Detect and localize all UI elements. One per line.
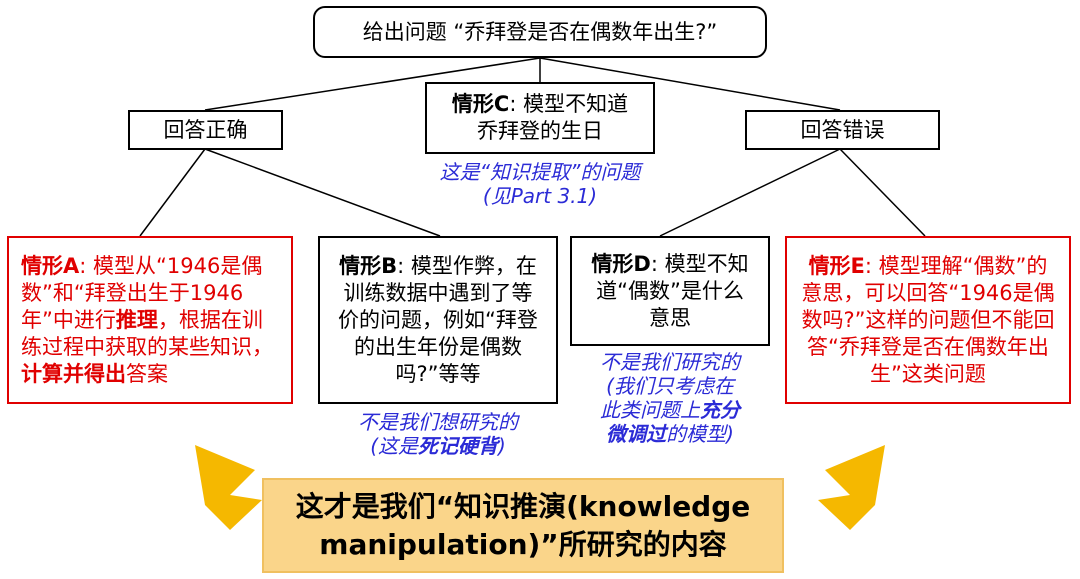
arrow-left: [195, 445, 262, 530]
caseA-box: 情形A: 模型从“1946是偶数”和“拜登出生于1946年”中进行推理，根据在训…: [7, 236, 293, 404]
caseB-note: 不是我们想研究的 (这是死记硬背): [318, 410, 558, 458]
conclusion-line1: 这才是我们“知识推演(knowledge: [295, 489, 751, 523]
correct-answer-box: 回答正确: [128, 110, 283, 150]
caseD-note-bold2: 微调过: [606, 422, 667, 446]
conclusion-box: 这才是我们“知识推演(knowledge manipulation)”所研究的内…: [262, 478, 784, 573]
caseC-box: 情形C: 模型不知道 乔拜登的生日: [425, 82, 655, 154]
caseB-note-line1: 不是我们想研究的: [358, 410, 518, 434]
caseC-note-line2: (见Part 3.1): [482, 184, 598, 208]
caseD-note-line3a: 此类问题上: [600, 398, 700, 422]
caseD-box: 情形D: 模型不知道“偶数”是什么意思: [570, 236, 770, 346]
line-correct-to-caseB: [204, 148, 441, 237]
caseB-title: 情形B: [339, 253, 398, 278]
top-question-box: 给出问题 “乔拜登是否在偶数年出生?”: [313, 6, 767, 58]
line-wrong-to-caseE: [839, 148, 926, 237]
caseE-text: : 模型理解“偶数”的意思，可以回答“1946是偶数吗?”这样的问题但不能回答“…: [801, 253, 1055, 386]
caseA-title: 情形A: [21, 253, 80, 278]
caseB-box: 情形B: 模型作弊，在训练数据中遇到了等价的问题，例如“拜登的出生年份是偶数吗?…: [318, 236, 558, 404]
wrong-answer-box: 回答错误: [745, 110, 940, 150]
arrow-right: [818, 445, 885, 530]
caseC-title: 情形C: [451, 92, 510, 116]
line-wrong-to-caseD: [659, 148, 841, 237]
caseC-line1: : 模型不知道: [509, 92, 629, 116]
wrong-answer-label: 回答错误: [800, 117, 885, 142]
caseD-note-line2: (我们只考虑在: [606, 374, 734, 398]
line-top-to-correct: [204, 57, 541, 111]
caseE-box: 情形E: 模型理解“偶数”的意思，可以回答“1946是偶数吗?”这样的问题但不能…: [785, 236, 1071, 404]
caseE-title: 情形E: [808, 253, 865, 278]
caseD-title: 情形D: [591, 251, 651, 276]
caseD-text: : 模型不知道“偶数”是什么意思: [596, 251, 749, 330]
correct-answer-label: 回答正确: [163, 117, 248, 142]
caseA-text2: ，根据在训练过程中获取的某些知识，: [21, 307, 273, 359]
line-top-to-wrong: [539, 57, 841, 111]
caseB-note-bold: 死记硬背: [418, 434, 498, 458]
conclusion-line2: manipulation)”所研究的内容: [319, 527, 727, 561]
caseD-note-bold1: 充分: [700, 398, 740, 422]
top-question-text: 给出问题 “乔拜登是否在偶数年出生?”: [362, 19, 718, 44]
caseB-note-line2a: (这是: [370, 434, 418, 458]
caseC-line2: 乔拜登的生日: [477, 119, 603, 143]
caseB-note-line2c: ): [498, 434, 506, 458]
caseA-bold1: 推理: [115, 307, 158, 332]
caseA-bold2: 计算并得出: [21, 361, 126, 386]
caseD-note-line1: 不是我们研究的: [600, 350, 740, 374]
line-correct-to-caseA: [139, 148, 206, 237]
caseC-note: 这是“知识提取”的问题 (见Part 3.1): [405, 160, 675, 208]
caseB-text: : 模型作弊，在训练数据中遇到了等价的问题，例如“拜登的出生年份是偶数吗?”等等: [338, 253, 538, 386]
caseA-text3: 答案: [126, 361, 168, 386]
caseA-text1: : 模型从“1946是偶数”和“拜登出生于1946年”中进行: [21, 253, 263, 332]
caseC-note-line1: 这是“知识提取”的问题: [439, 160, 641, 184]
caseD-note-line4b: 的模型): [666, 422, 734, 446]
caseD-note: 不是我们研究的 (我们只考虑在 此类问题上充分 微调过的模型): [560, 350, 780, 446]
